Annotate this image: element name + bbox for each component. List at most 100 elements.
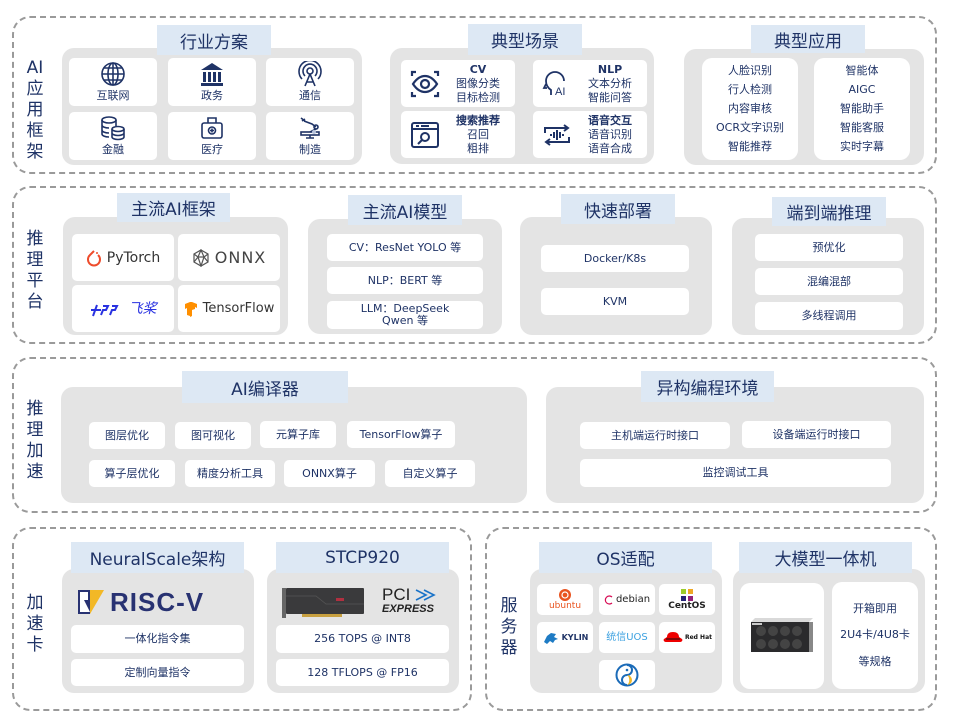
compiler-item[interactable]: 元算子库 (260, 421, 336, 448)
e2e-item-multithread[interactable]: 多线程调用 (755, 302, 903, 330)
os-ubuntu[interactable]: ubuntu (537, 584, 593, 615)
framework-name: PyTorch (106, 249, 161, 266)
label-char: 卡 (26, 635, 44, 655)
label-char: 框 (26, 121, 44, 141)
model-item-cv[interactable]: CV：ResNet YOLO 等 (327, 234, 483, 261)
application-item[interactable]: 内容审核 (728, 101, 772, 115)
label-char: 服 (500, 596, 518, 616)
industry-item-label: 通信 (299, 89, 321, 102)
scenario-line: 智能问答 (588, 90, 632, 104)
framework-paddle[interactable]: 飞桨 (72, 285, 174, 332)
model-item-llm[interactable]: LLM：DeepSeek Qwen 等 (327, 301, 483, 329)
application-item[interactable]: 实时字幕 (840, 139, 884, 153)
stcp-spec-int8[interactable]: 256 TOPS @ INT8 (276, 625, 449, 653)
compiler-item[interactable]: TensorFlow算子 (347, 421, 455, 448)
framework-pytorch[interactable]: PyTorch (72, 234, 174, 281)
compiler-item[interactable]: 图层优化 (89, 422, 165, 449)
industry-item-medical[interactable]: 医疗 (168, 112, 256, 160)
tensorflow-logo-icon (184, 301, 198, 317)
layer-label-inference-platform: 推 理 平 台 (24, 229, 46, 313)
os-redhat[interactable]: Red Hat (659, 622, 715, 653)
label-char: 平 (26, 271, 44, 291)
stcp-spec-fp16[interactable]: 128 TFLOPS @ FP16 (276, 659, 449, 686)
pci-express-logo: PCI EXPRESS (382, 586, 450, 617)
ubuntu-logo-icon (559, 588, 571, 601)
hetero-item-device-runtime[interactable]: 设备端运行时接口 (742, 421, 891, 448)
deploy-item-kvm[interactable]: KVM (541, 288, 689, 315)
deploy-title: 快速部署 (561, 194, 675, 224)
label-char: 推 (26, 399, 44, 419)
e2e-inference-title: 端到端推理 (772, 197, 886, 226)
industry-item-finance[interactable]: 金融 (69, 112, 157, 160)
e2e-item-preopt[interactable]: 预优化 (755, 234, 903, 261)
compiler-item[interactable]: 算子层优化 (89, 460, 175, 487)
framework-onnx[interactable]: ONNX (178, 234, 280, 281)
accelerator-card-image (280, 586, 366, 622)
appliance-spec-card: 开箱即用 2U4卡/4U8卡 等规格 (832, 582, 918, 689)
scenario-line: 文本分析 (588, 76, 632, 90)
onnx-polyhedron-icon (192, 248, 210, 267)
application-item[interactable]: 人脸识别 (728, 64, 772, 78)
industry-item-internet[interactable]: 互联网 (69, 58, 157, 106)
compiler-item[interactable]: 图可视化 (175, 422, 251, 449)
application-item[interactable]: 智能推荐 (728, 139, 772, 153)
industry-item-government[interactable]: 政务 (168, 58, 256, 106)
scenario-search-recommend[interactable]: 搜索推荐召回粗排 (401, 111, 515, 158)
framework-name: ONNX (214, 247, 267, 267)
scenario-heading: CV (469, 62, 487, 76)
application-item[interactable]: AIGC (848, 83, 876, 97)
deploy-item-docker[interactable]: Docker/K8s (541, 245, 689, 272)
robot-arm-icon (297, 115, 323, 141)
compiler-item-label: 算子层优化 (104, 466, 160, 480)
scenario-line: 粗排 (467, 141, 489, 155)
centos-logo-icon (681, 588, 693, 601)
layer-ai-application-framework (12, 16, 937, 174)
os-centos[interactable]: CentOS (659, 584, 715, 615)
label-char: 台 (26, 292, 44, 312)
os-debian[interactable]: debian (599, 584, 655, 615)
llm-appliance-title: 大模型一体机 (739, 542, 912, 573)
compiler-item[interactable]: 精度分析工具 (185, 460, 275, 487)
debian-swirl-icon (604, 594, 614, 606)
label-char: 加 (26, 441, 44, 461)
compiler-item-label: 图层优化 (105, 428, 149, 442)
deploy-item-label: Docker/K8s (583, 251, 647, 265)
coins-icon (99, 115, 127, 141)
industry-item-telecom[interactable]: 通信 (266, 58, 354, 106)
os-uos[interactable]: 统信UOS (599, 622, 655, 653)
model-item-nlp[interactable]: NLP：BERT 等 (327, 267, 483, 294)
application-item[interactable]: OCR文字识别 (716, 120, 784, 134)
ai-compiler-title: AI编译器 (182, 371, 348, 403)
application-item[interactable]: 智能体 (845, 64, 879, 78)
eye-scan-icon (409, 68, 441, 100)
layer-accelerator-card (12, 527, 472, 711)
globe-icon (100, 61, 126, 87)
compiler-item[interactable]: ONNX算子 (284, 460, 375, 487)
application-item[interactable]: 智能客服 (840, 120, 884, 134)
svg-text:AI: AI (555, 86, 565, 98)
antenna-icon (297, 61, 323, 87)
label-char: 速 (26, 614, 44, 634)
industry-item-label: 互联网 (96, 89, 130, 102)
redhat-hat-icon (662, 631, 684, 645)
riscv-mark-icon (78, 590, 104, 614)
application-item[interactable]: 行人检测 (728, 83, 772, 97)
label-char: 理 (26, 250, 44, 270)
neuralscale-item-unified-isa[interactable]: 一体化指令集 (71, 625, 244, 653)
layer-inference-acceleration (12, 357, 937, 513)
os-kylin[interactable]: KYLIN (537, 622, 593, 653)
e2e-item-mixed[interactable]: 混编混部 (755, 268, 903, 295)
compiler-item[interactable]: 自定义算子 (385, 460, 475, 487)
scenario-voice[interactable]: 语音交互语音识别语音合成 (533, 111, 647, 158)
neuralscale-item-vector-isa[interactable]: 定制向量指令 (71, 659, 244, 686)
openeuler-logo-icon (615, 663, 639, 687)
hetero-item-monitor-debug[interactable]: 监控调试工具 (580, 459, 891, 487)
application-item[interactable]: 智能助手 (840, 101, 884, 115)
industry-item-manufacturing[interactable]: 制造 (266, 112, 354, 160)
applications-list-left: 人脸识别 行人检测 内容审核 OCR文字识别 智能推荐 (702, 58, 798, 160)
framework-tensorflow[interactable]: TensorFlow (178, 285, 280, 332)
hetero-item-host-runtime[interactable]: 主机端运行时接口 (580, 422, 730, 449)
os-openeuler[interactable] (599, 660, 655, 690)
